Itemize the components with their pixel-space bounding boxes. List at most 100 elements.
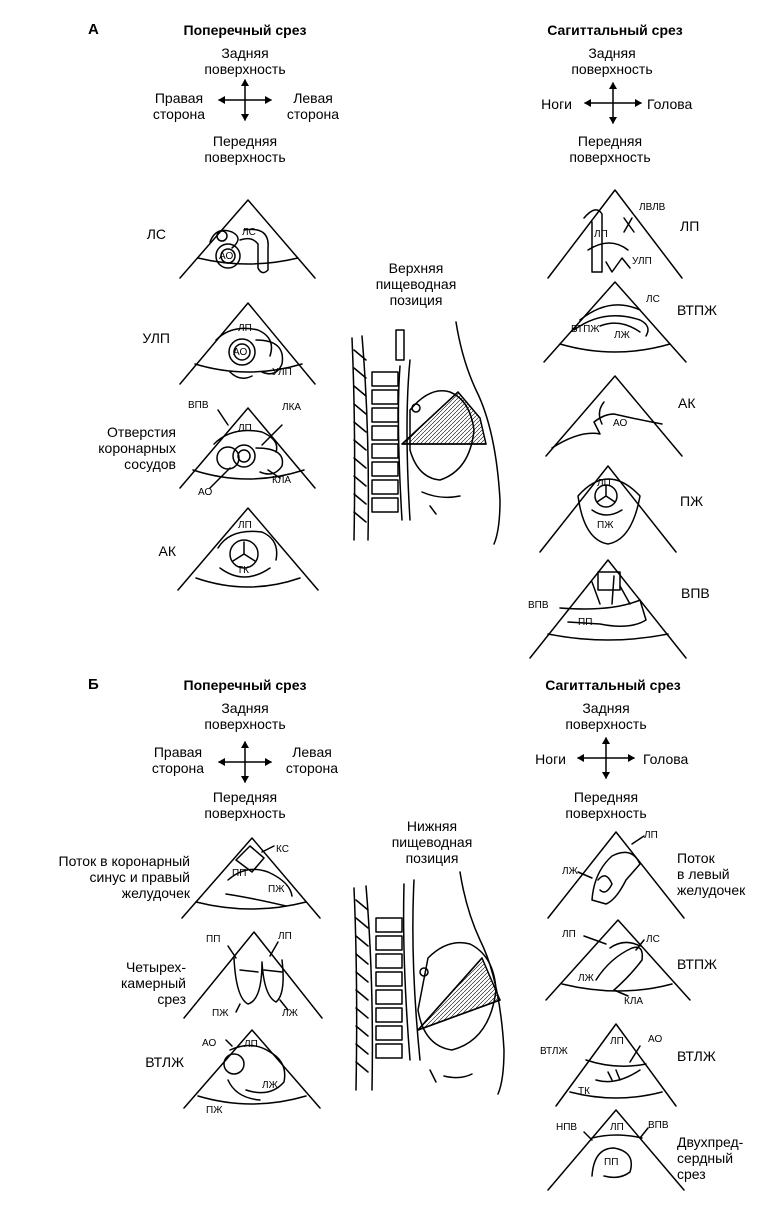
body-sketch-a — [352, 322, 500, 544]
structure-label: ЛП — [238, 520, 252, 531]
view-label: срез — [677, 1166, 706, 1182]
structure-label: УЛП — [272, 367, 292, 378]
axis-label: Задняя — [221, 45, 269, 61]
view-label: желудочек — [121, 885, 190, 901]
view-label: Отверстия — [107, 424, 176, 440]
axis-label: поверхность — [565, 716, 647, 732]
body-sketch-b — [354, 872, 504, 1094]
axis-label: сторона — [286, 106, 340, 122]
probe-position-label: Нижняя — [406, 818, 458, 834]
fan-b-t3 — [184, 1030, 320, 1108]
cross-a-sagittal — [584, 82, 642, 124]
structure-label: ЛЖ — [614, 330, 630, 341]
part-b-letter: Б — [88, 676, 99, 693]
axis-label: Передняя — [573, 789, 639, 805]
fan-b-t1 — [182, 838, 320, 918]
structure-label: ЛКА — [282, 402, 302, 413]
structure-label: ЛП — [238, 323, 252, 334]
structure-label: НПВ — [556, 1122, 578, 1133]
cross-b-transverse — [218, 741, 272, 783]
axis-label: Правая — [154, 90, 204, 106]
view-label: коронарных — [98, 440, 176, 456]
structure-label: ТК — [578, 1086, 590, 1097]
view-label: Поток в коронарный — [58, 853, 190, 869]
structure-label: АО — [613, 418, 628, 429]
part-b-sagittal-title: Сагиттальный срез — [545, 677, 681, 693]
fan-a-t2 — [180, 303, 315, 384]
structure-label: ЛС — [646, 934, 660, 945]
cross-b-sagittal — [577, 737, 635, 779]
structure-label: ЛП — [594, 229, 608, 240]
view-label: камерный — [120, 975, 186, 991]
view-label: в левый — [677, 866, 730, 882]
view-label: УЛП — [142, 330, 170, 346]
structure-label: КЛА — [624, 996, 644, 1007]
structure-label: ЛЖ — [578, 973, 594, 984]
view-label: ВТПЖ — [677, 302, 717, 318]
axis-label: поверхность — [204, 149, 286, 165]
fan-b-s2 — [546, 920, 690, 1000]
structure-label: АО — [648, 1034, 663, 1045]
axis-label: сторона — [152, 106, 206, 122]
part-a-transverse-title: Поперечный срез — [183, 22, 307, 38]
structure-label: ПЖ — [597, 520, 614, 531]
structure-label: ЛЖ — [562, 866, 578, 877]
structure-label: ВТПЖ — [571, 324, 600, 335]
part-a-sagittal-title: Сагиттальный срез — [547, 22, 683, 38]
fan-b-s3 — [556, 1024, 676, 1106]
structure-label: ВПВ — [528, 600, 549, 611]
view-label: желудочек — [677, 882, 746, 898]
view-label: ЛС — [146, 226, 166, 242]
structure-label: ЛП — [244, 1039, 258, 1050]
axis-label: Задняя — [588, 45, 636, 61]
axis-label: сторона — [151, 760, 205, 776]
probe-position-label: позиция — [389, 292, 443, 308]
structure-label: ЛВЛВ — [639, 202, 666, 213]
structure-label: ПЖ — [206, 1105, 223, 1116]
view-label: сердный — [677, 1150, 734, 1166]
structure-label: ЛП — [644, 830, 658, 841]
fan-b-s1 — [548, 832, 684, 918]
fan-a-s3 — [546, 376, 682, 456]
structure-label: ПП — [578, 617, 593, 628]
axis-label: поверхность — [565, 805, 647, 821]
cross-a-transverse — [218, 79, 272, 121]
structure-label: АО — [198, 487, 213, 498]
structure-label: КС — [276, 844, 289, 855]
axis-label: поверхность — [571, 61, 653, 77]
axis-label: Ноги — [535, 751, 566, 767]
axis-label: Задняя — [221, 700, 269, 716]
structure-label: ЛП — [562, 929, 576, 940]
structure-label: ПЖ — [268, 884, 285, 895]
fan-a-t4 — [178, 508, 318, 590]
fan-b-t2 — [184, 932, 322, 1018]
fan-a-t3 — [180, 408, 315, 488]
view-label: ПЖ — [680, 493, 703, 509]
structure-label: КЛА — [272, 475, 292, 486]
structure-label: ЛС — [242, 227, 256, 238]
structure-label: ВТЛЖ — [540, 1046, 568, 1057]
fan-a-t1 — [180, 200, 315, 278]
axis-label: Передняя — [212, 133, 278, 149]
view-label: синус и правый — [89, 869, 190, 885]
fan-b-s4 — [548, 1110, 684, 1190]
view-label: Поток — [677, 850, 715, 866]
axis-label: Передняя — [577, 133, 643, 149]
structure-label: ПП — [232, 868, 247, 879]
structure-label: ЛП — [238, 423, 252, 434]
axis-label: поверхность — [204, 61, 286, 77]
view-label: срез — [157, 991, 186, 1007]
structure-label: УЛП — [632, 256, 652, 267]
view-label: ВПВ — [681, 585, 710, 601]
structure-label: ПЖ — [212, 1008, 229, 1019]
structure-label: ПП — [206, 934, 221, 945]
view-label: Двухпред- — [677, 1134, 744, 1150]
fan-a-s2 — [544, 282, 686, 362]
structure-label: ТК — [237, 565, 249, 576]
axis-label: поверхность — [569, 149, 651, 165]
fan-a-s5 — [530, 560, 686, 658]
structure-label: АО — [233, 347, 248, 358]
view-label: сосудов — [124, 456, 176, 472]
fan-a-s4 — [540, 466, 676, 552]
